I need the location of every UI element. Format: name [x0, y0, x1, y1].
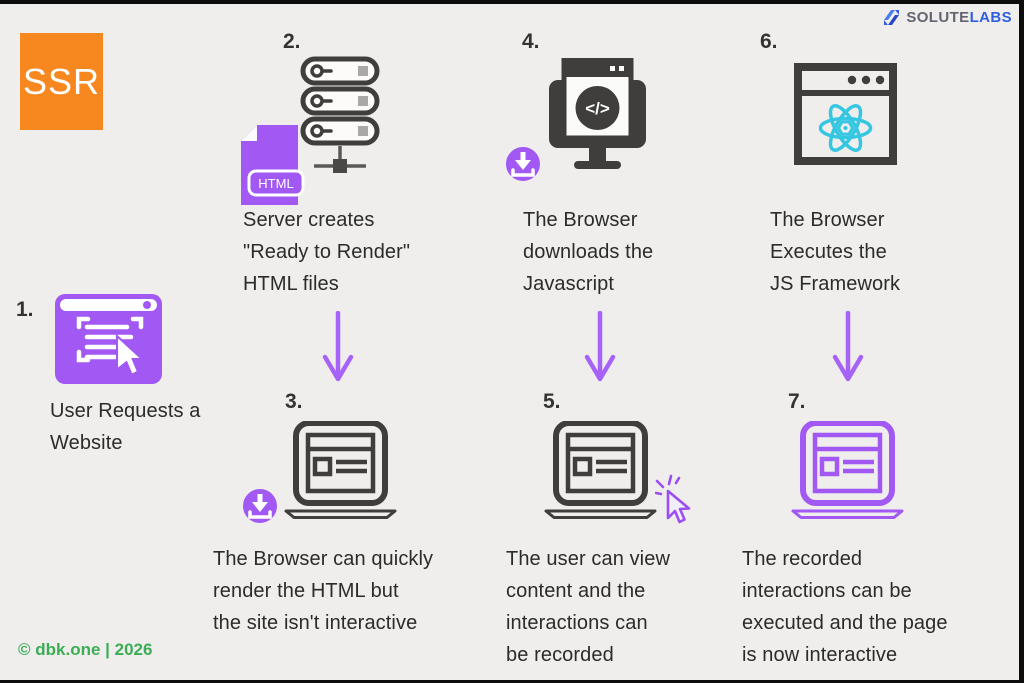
code-glyph: </> [585, 99, 610, 118]
server-stack-icon [300, 56, 380, 173]
react-logo-icon [818, 104, 873, 152]
step-6-caption: The Browser Executes the JS Framework [770, 209, 901, 295]
solutelabs-logo: SOLUTELABS [881, 7, 1012, 28]
solutelabs-logo-icon [884, 10, 900, 25]
step-7-caption: The recorded interactions can be execute… [742, 548, 948, 666]
browser-react-icon [794, 63, 897, 165]
html-file-icon: HTML [241, 125, 305, 205]
ssr-title-badge: SSR [20, 33, 103, 130]
step-3-number: 3. [285, 390, 303, 413]
step-2-caption: Server creates "Ready to Render" HTML fi… [243, 209, 411, 295]
brand-wordmark: SOLUTELABS [906, 9, 1012, 26]
purple-laptop-icon [791, 421, 904, 519]
frame-edge-top [0, 0, 1024, 4]
step-5-caption: The user can view content and the intera… [506, 548, 670, 666]
flow-arrow-to-step-7 [832, 311, 864, 382]
html-file-label: HTML [258, 176, 293, 191]
step-6-number: 6. [760, 30, 778, 53]
download-badge-icon [504, 145, 542, 183]
flow-arrow-to-step-3 [322, 311, 354, 382]
download-badge-icon [241, 487, 279, 525]
flow-arrow-to-step-5 [584, 311, 616, 382]
click-cursor-icon [655, 474, 691, 524]
step-5-number: 5. [543, 390, 561, 413]
purple-browser-request-icon [55, 294, 162, 384]
monitor-code-icon: </> [549, 58, 646, 169]
step-1-caption: User Requests a Website [50, 400, 201, 454]
footer-credit: © dbk.one | 2026 [18, 640, 153, 659]
laptop-html-icon [284, 421, 397, 519]
step-3-caption: The Browser can quickly render the HTML … [213, 548, 434, 634]
step-4-number: 4. [522, 30, 540, 53]
step-7-number: 7. [788, 390, 806, 413]
step-2-number: 2. [283, 30, 301, 53]
frame-edge-bottom [0, 680, 1024, 683]
cursor-arrow-icon [115, 333, 145, 377]
laptop-content-icon [544, 421, 657, 519]
step-1-number: 1. [16, 298, 34, 321]
step-4-caption: The Browser downloads the Javascript [523, 209, 654, 295]
frame-edge-right [1019, 0, 1024, 683]
